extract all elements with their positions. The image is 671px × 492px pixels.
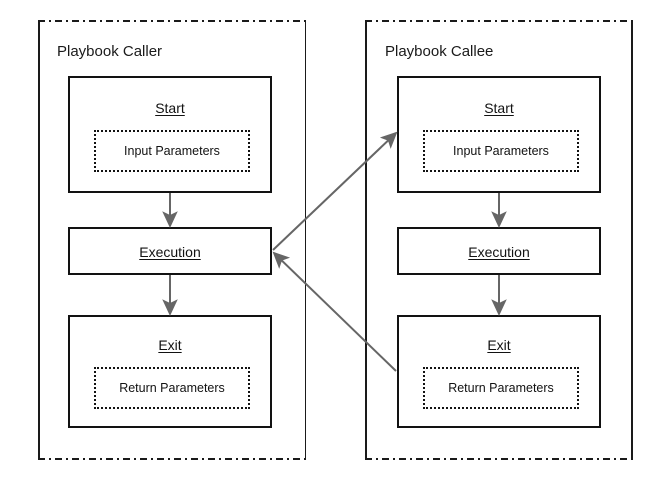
node-title-caller-execution: Execution	[139, 244, 201, 260]
param-label-callee-return: Return Parameters	[448, 380, 554, 395]
node-title-callee-execution: Execution	[468, 244, 530, 260]
param-box-callee-return: Return Parameters	[423, 367, 579, 409]
node-title-callee-exit: Exit	[487, 337, 511, 353]
node-title-caller-start: Start	[155, 100, 185, 116]
param-label-caller-return: Return Parameters	[119, 380, 225, 395]
node-callee-execution[interactable]: Execution	[397, 227, 601, 275]
panel-title-callee: Playbook Callee	[385, 43, 494, 60]
node-title-callee-start: Start	[484, 100, 514, 116]
param-label-caller-input: Input Parameters	[124, 143, 220, 158]
param-box-caller-input: Input Parameters	[94, 130, 250, 172]
param-label-callee-input: Input Parameters	[453, 143, 549, 158]
param-box-callee-input: Input Parameters	[423, 130, 579, 172]
node-caller-execution[interactable]: Execution	[68, 227, 272, 275]
node-caller-exit[interactable]: Exit Return Parameters	[68, 315, 272, 428]
node-callee-start[interactable]: Start Input Parameters	[397, 76, 601, 193]
panel-title-caller: Playbook Caller	[57, 43, 163, 60]
node-callee-exit[interactable]: Exit Return Parameters	[397, 315, 601, 428]
param-box-caller-return: Return Parameters	[94, 367, 250, 409]
node-caller-start[interactable]: Start Input Parameters	[68, 76, 272, 193]
node-title-caller-exit: Exit	[158, 337, 182, 353]
